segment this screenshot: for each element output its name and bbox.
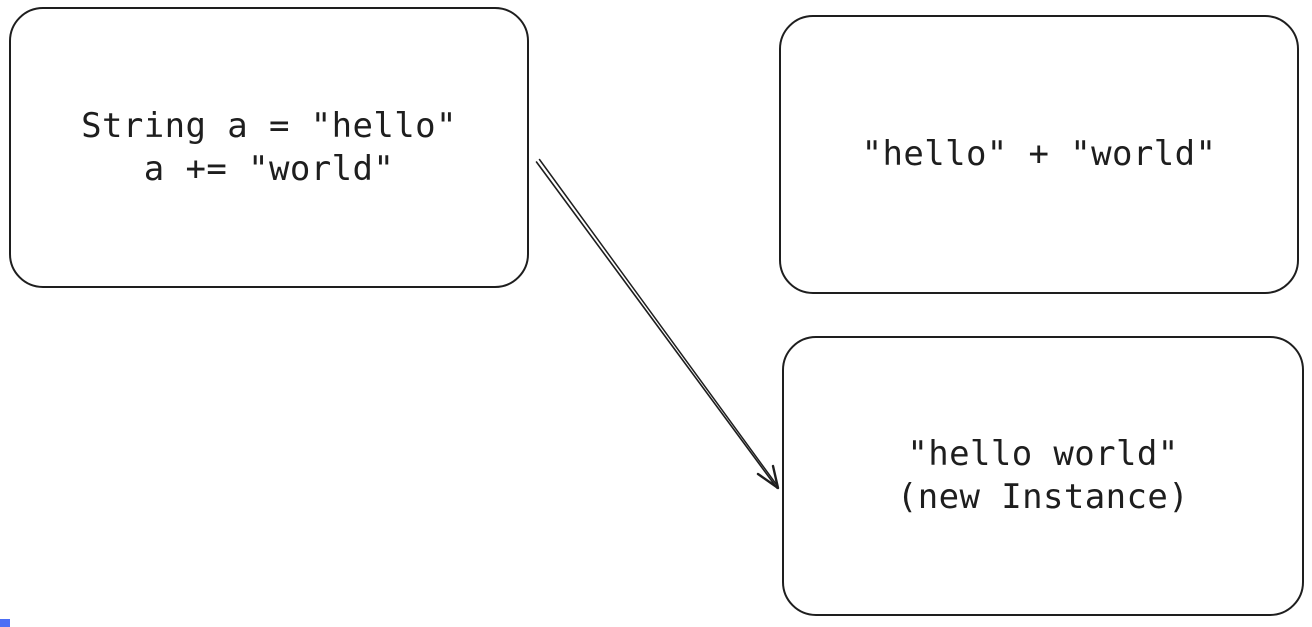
code-box-line2: a += "world" xyxy=(143,148,395,189)
result-instance-box: "hello world" (new Instance) xyxy=(782,336,1304,616)
corner-progress-marker xyxy=(0,619,10,627)
arrow-shaft-line xyxy=(535,161,778,489)
result-box-line1: "hello world" xyxy=(907,434,1179,474)
concat-expression-box: "hello" + "world" xyxy=(779,15,1299,294)
result-box-line2: (new Instance) xyxy=(896,477,1190,517)
arrowhead-icon xyxy=(756,464,780,490)
code-box: String a = "hello" a += "world" xyxy=(9,7,529,288)
arrow-shaft-line xyxy=(538,158,779,487)
code-box-line1: String a = "hello" xyxy=(81,105,457,146)
concat-box-line1: "hello" + "world" xyxy=(861,134,1217,174)
